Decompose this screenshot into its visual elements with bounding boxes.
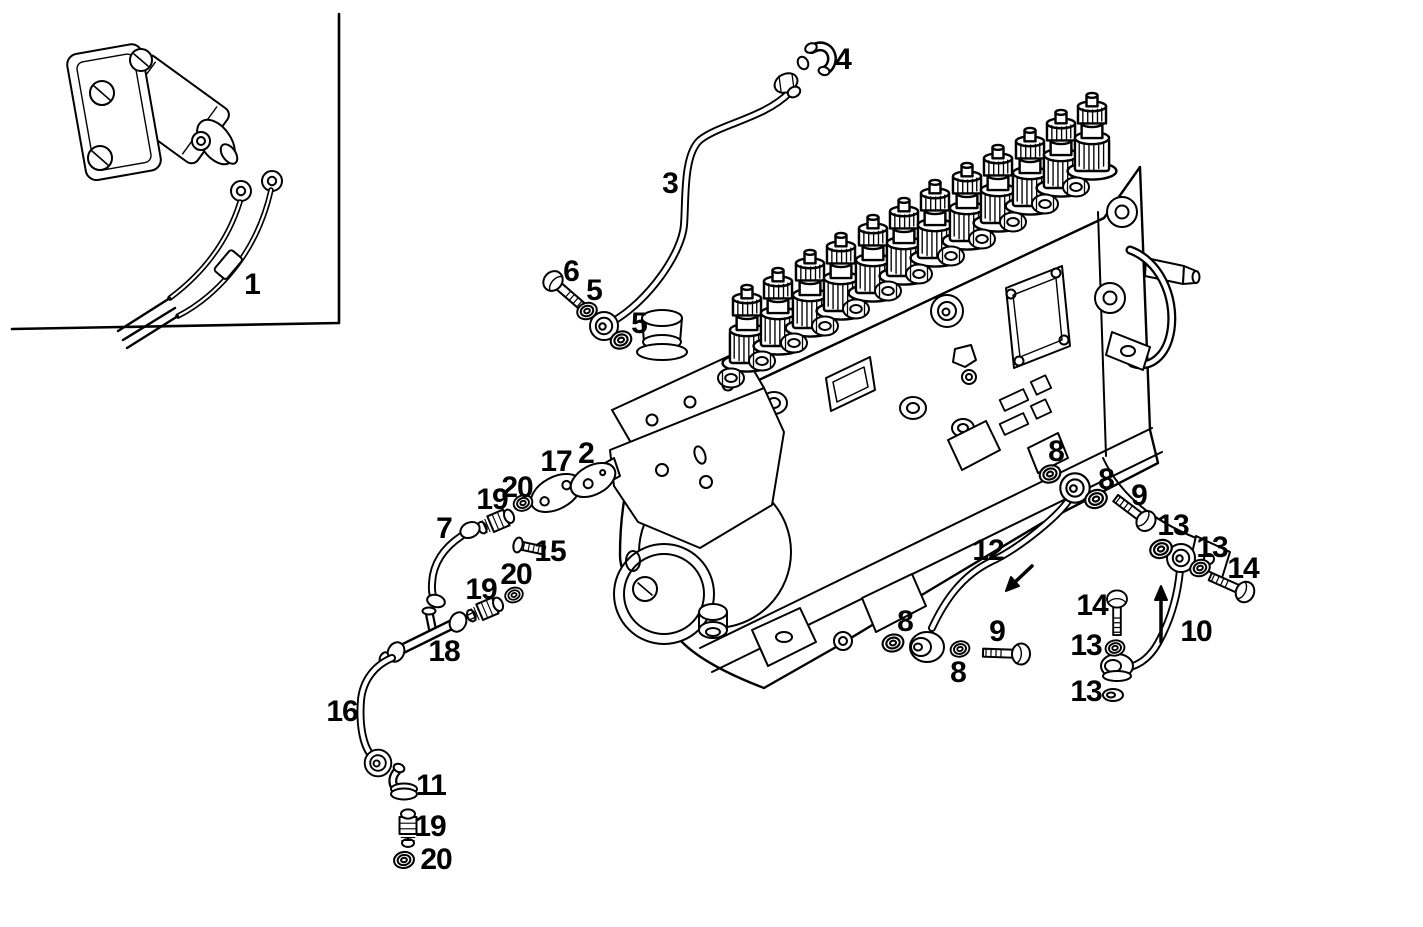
flange-screws <box>87 48 153 171</box>
part-connector-19c <box>398 808 418 848</box>
part-screw-15 <box>512 536 547 556</box>
end-plate-edge <box>1097 211 1107 457</box>
governor-front-face <box>609 387 785 549</box>
part-washer-8d <box>947 638 973 660</box>
part-banjo-bolt-14b <box>1106 589 1128 637</box>
part-leakoff-pipe-10 <box>1100 543 1196 682</box>
direction-arrow-up <box>1154 585 1168 644</box>
inlet-port <box>636 309 688 361</box>
part-fuel-pipe-16 <box>356 654 396 778</box>
part-elbow-11 <box>388 762 418 801</box>
part-fuel-pipe-3 <box>589 72 802 341</box>
part-connector-19b <box>463 593 507 627</box>
part-tee-fitting-18 <box>378 606 477 665</box>
part-elbow-4 <box>796 41 837 77</box>
solenoid-wires <box>116 170 283 350</box>
part-banjo-bolt-14a <box>1205 565 1259 607</box>
wire-tails <box>116 296 180 350</box>
part-washer-20c <box>391 849 417 871</box>
part-banjo-bolt-9a <box>1108 488 1161 536</box>
part-fuel-pipe-7 <box>426 520 481 609</box>
injection-pump-body <box>595 91 1231 690</box>
stop-solenoid <box>66 43 239 182</box>
governor-housing <box>595 309 792 645</box>
stop-lever <box>1105 245 1177 371</box>
part-washer-20b <box>502 584 526 606</box>
rear-cover-plate <box>1005 265 1071 369</box>
inset-border <box>10 12 341 331</box>
part-leakoff-pipe-12 <box>909 472 1091 663</box>
direction-arrow-down-left <box>1005 564 1034 592</box>
wire-clamp <box>213 249 243 280</box>
inset-panel <box>10 12 341 350</box>
part-connector-19a <box>474 505 518 539</box>
part-washer-8c <box>879 631 907 655</box>
part-gasket-2 <box>569 461 617 499</box>
part-banjo-bolt-9b <box>981 641 1032 666</box>
hex-plug <box>952 344 977 368</box>
part-washer-13d <box>1102 688 1124 702</box>
solenoid-end-cap <box>191 118 239 166</box>
solenoid-flange <box>66 43 162 182</box>
id-tag-plate <box>825 356 876 412</box>
vent-slots <box>998 374 1053 436</box>
